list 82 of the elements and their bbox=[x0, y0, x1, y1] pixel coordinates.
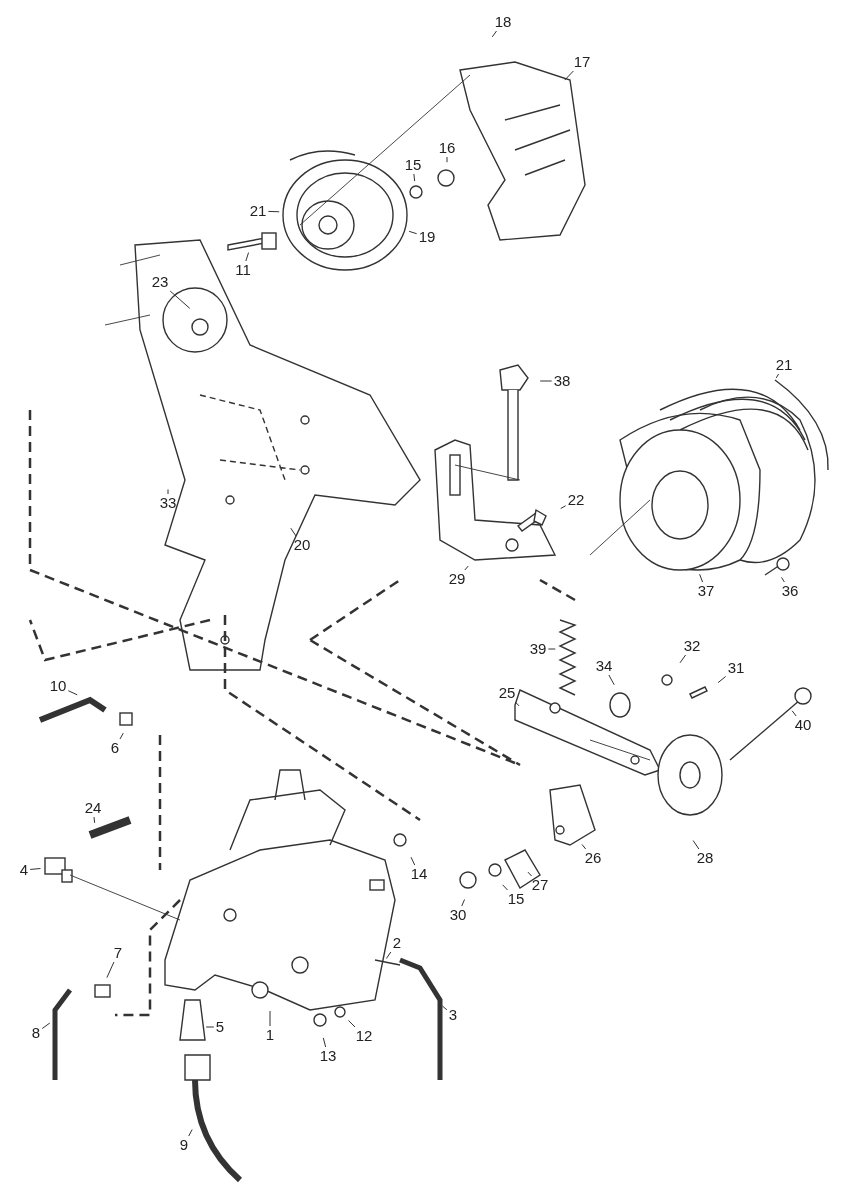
leader-line bbox=[205, 1026, 215, 1028]
callout-number: 5 bbox=[214, 1019, 226, 1035]
callout-number: 36 bbox=[780, 583, 800, 599]
leader-line bbox=[93, 816, 96, 824]
leader-line bbox=[410, 856, 416, 866]
callout-number: 25 bbox=[497, 685, 517, 701]
leader-line bbox=[581, 843, 587, 850]
callout-number: 28 bbox=[695, 850, 715, 866]
callout-number: 9 bbox=[178, 1137, 190, 1153]
leader-line bbox=[41, 1022, 51, 1030]
leader-line bbox=[564, 70, 574, 81]
leader-line bbox=[717, 675, 727, 684]
callout-number: 19 bbox=[417, 229, 437, 245]
leader-line bbox=[169, 290, 191, 309]
leader-line bbox=[67, 690, 78, 696]
callout-number: 21 bbox=[774, 357, 794, 373]
leader-line bbox=[699, 573, 704, 583]
callout-number: 14 bbox=[409, 866, 429, 882]
leader-line bbox=[322, 1037, 327, 1048]
callout-number: 3 bbox=[447, 1007, 459, 1023]
callout-number: 11 bbox=[234, 262, 252, 278]
callout-number: 32 bbox=[682, 638, 702, 654]
leader-line bbox=[290, 527, 297, 537]
leader-line bbox=[692, 840, 700, 850]
leader-line bbox=[119, 732, 124, 740]
callout-number: 27 bbox=[530, 877, 550, 893]
leader-line bbox=[539, 380, 553, 382]
callout-number: 24 bbox=[83, 800, 103, 816]
leader-line bbox=[464, 565, 469, 571]
callout-number: 7 bbox=[112, 945, 124, 961]
callout-number: 31 bbox=[726, 660, 746, 676]
callout-number: 23 bbox=[150, 274, 170, 290]
leader-line bbox=[491, 30, 497, 38]
leader-line bbox=[413, 173, 416, 182]
leader-line bbox=[441, 1005, 448, 1011]
callout-number: 30 bbox=[448, 907, 468, 923]
leader-line bbox=[348, 1020, 356, 1028]
callout-number: 22 bbox=[566, 492, 586, 508]
callout-number: 34 bbox=[594, 658, 614, 674]
leader-line bbox=[514, 701, 520, 707]
callout-number: 40 bbox=[793, 717, 813, 733]
callout-number: 29 bbox=[447, 571, 467, 587]
callout-number: 20 bbox=[292, 537, 312, 553]
callout-number: 4 bbox=[18, 862, 30, 878]
leader-line bbox=[408, 230, 418, 235]
leader-line bbox=[502, 884, 509, 891]
leader-line bbox=[446, 156, 448, 163]
callout-number: 15 bbox=[403, 157, 423, 173]
callout-number: 2 bbox=[391, 935, 403, 951]
callout-number: 10 bbox=[48, 678, 68, 694]
callout-number: 38 bbox=[552, 373, 572, 389]
leader-line bbox=[188, 1129, 193, 1137]
leader-line bbox=[245, 252, 250, 262]
callout-number: 16 bbox=[437, 140, 457, 156]
callout-number: 18 bbox=[493, 14, 513, 30]
leader-line bbox=[547, 648, 556, 650]
leader-line bbox=[560, 505, 567, 509]
callout-number: 15 bbox=[506, 891, 526, 907]
leader-line bbox=[385, 951, 392, 959]
callout-number: 26 bbox=[583, 850, 603, 866]
leader-line bbox=[775, 373, 780, 379]
callout-number: 17 bbox=[572, 54, 592, 70]
callout-number: 37 bbox=[696, 583, 716, 599]
callout-number: 39 bbox=[528, 641, 548, 657]
callout-number: 6 bbox=[109, 740, 121, 756]
leader-line bbox=[461, 899, 466, 907]
callout-number: 8 bbox=[30, 1025, 42, 1041]
leader-line bbox=[167, 488, 169, 495]
callout-number: 33 bbox=[158, 495, 178, 511]
leader-line bbox=[679, 654, 687, 664]
leader-line bbox=[269, 1010, 271, 1027]
leader-line bbox=[781, 576, 785, 583]
leader-line bbox=[608, 674, 615, 686]
callout-number: 1 bbox=[264, 1027, 276, 1043]
callout-number: 21 bbox=[248, 203, 268, 219]
leader-line bbox=[267, 210, 280, 213]
leader-line bbox=[29, 868, 41, 870]
leader-line bbox=[791, 710, 797, 717]
leader-line bbox=[527, 871, 533, 877]
leader-line bbox=[106, 961, 115, 979]
callout-number: 12 bbox=[354, 1028, 374, 1044]
callout-number: 13 bbox=[318, 1048, 338, 1064]
